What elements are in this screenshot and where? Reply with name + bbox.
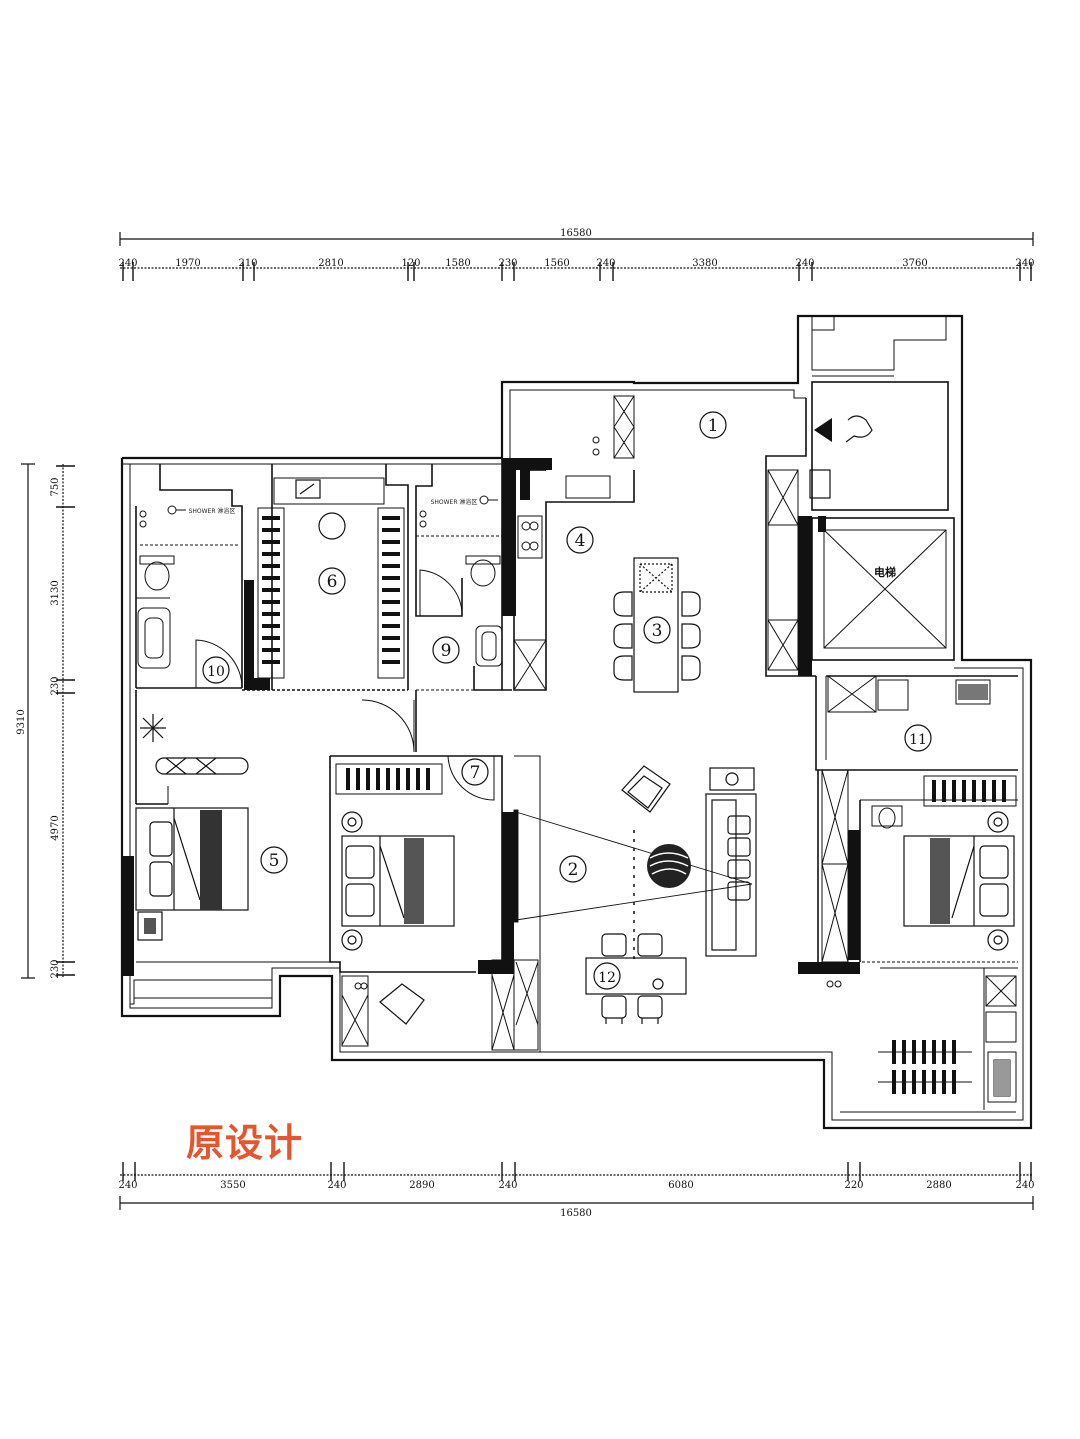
room-number: 2 [568,860,579,880]
bottom-dim-label: 240 [118,1180,137,1191]
toilet-icon [139,555,903,829]
room-number: 5 [269,851,280,871]
room-number: 12 [598,970,616,986]
stove-icon [517,515,543,559]
room-number: 6 [327,572,338,592]
chair-icon [295,479,346,540]
bottom-dim-label: 3550 [220,1180,245,1191]
left-total-label: 9310 [16,709,27,734]
shower-label: SHOWER 淋浴区 [431,498,478,506]
left-dim-label: 230 [50,676,61,695]
top-dimension-chain [119,232,1034,281]
top-dim-label: 3380 [692,258,717,269]
design-caption: 原设计 [186,1121,304,1165]
room-number: 10 [207,664,225,680]
bed-icon [135,807,249,911]
top-dim-label: 120 [401,258,420,269]
left-dimension-chain [21,463,75,979]
sofa-icon [705,767,757,957]
rug-pattern [647,844,691,888]
bathtub-icon [137,607,503,669]
desk-table [585,933,687,1024]
plant-icon [140,714,249,775]
bottom-dim-label: 240 [498,1180,517,1191]
top-dim-label: 240 [795,258,814,269]
elevator-label: 电梯 [874,565,896,579]
interior-walls [135,381,1018,1110]
room-number: 9 [441,641,452,661]
room-number: 3 [652,621,663,641]
bottom-dim-label: 240 [1015,1180,1034,1191]
dimension-labels: 16580 240 1970 210 2810 120 1580 230 156… [16,228,1035,1219]
room-number: 1 [708,416,719,436]
bottom-dim-label: 2880 [926,1180,951,1191]
solid-walls [122,458,860,976]
exterior-walls [120,314,1033,1130]
top-dim-label: 3760 [902,258,927,269]
tv-sightline [513,809,753,923]
bed-icon [903,811,1015,951]
elevator-shaft-icon [823,529,947,649]
bottom-dimension-chain [119,1162,1034,1210]
top-dim-label: 240 [596,258,615,269]
room-markers [202,411,932,990]
room-number: 7 [470,763,481,783]
room-number: 11 [909,732,927,748]
left-dim-label: 750 [50,477,61,496]
bottom-total-label: 16580 [560,1208,592,1219]
top-dim-label: 1580 [445,258,470,269]
room-number: 4 [575,531,586,551]
bottom-dim-label: 220 [844,1180,863,1191]
left-dim-label: 230 [50,959,61,978]
left-dim-label: 4970 [50,815,61,840]
top-dim-label: 230 [498,258,517,269]
top-dim-label: 240 [118,258,137,269]
dining-table [613,557,701,693]
wardrobe-rails [257,477,1017,807]
shower-label: SHOWER 淋浴区 [189,507,236,515]
bottom-dim-label: 240 [327,1180,346,1191]
top-dim-label: 210 [238,258,257,269]
top-dim-label: 2810 [318,258,343,269]
top-dim-label: 1970 [175,258,200,269]
storage-cabinets [341,395,1017,1051]
top-total-label: 16580 [560,228,592,239]
bed-icon [341,811,455,951]
shower-fixtures [139,436,842,990]
top-dim-label: 240 [1015,258,1034,269]
bottom-dim-label: 2890 [409,1180,434,1191]
left-dim-label: 3130 [50,580,61,605]
top-dim-label: 1560 [544,258,569,269]
entry-arrow-icon [809,415,873,499]
door-swings [195,569,495,801]
bottom-dim-label: 6080 [668,1180,693,1191]
armchair-icon [379,765,671,1025]
room-numbers: 1 2 3 4 5 6 7 9 10 11 12 [207,416,927,986]
